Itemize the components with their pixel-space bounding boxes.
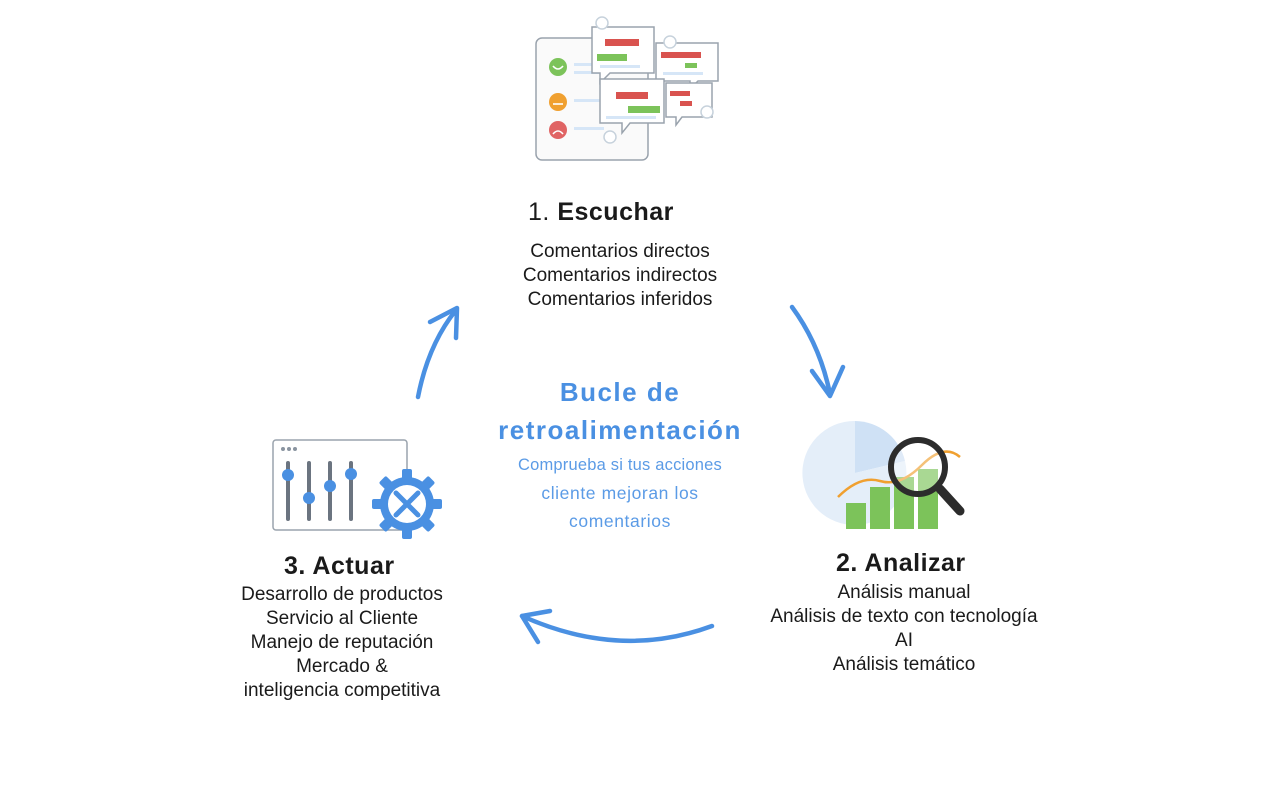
settings-sliders-gear-icon xyxy=(268,437,448,542)
center-subtitle-line: comentarios xyxy=(569,511,671,531)
center-title: Bucle de retroalimentación xyxy=(460,373,780,449)
arrow-analyze-to-act-head xyxy=(519,608,553,645)
step-3-title: 3. Actuar xyxy=(284,552,395,581)
arrow-analyze-to-act xyxy=(519,613,715,643)
step-3-item: Desarrollo de productos xyxy=(241,584,443,605)
arrow-listen-to-analyze-head xyxy=(809,364,846,399)
analysis-chart-magnifier-icon xyxy=(800,415,975,535)
step-2-item: Análisis manual xyxy=(837,582,971,603)
center-subtitle-line: Comprueba si tus acciones xyxy=(517,456,722,474)
step-1-label: Escuchar xyxy=(557,198,674,226)
step-2-item: Análisis de texto con tecnología xyxy=(770,606,1038,627)
step-2-item: Análisis temático xyxy=(832,654,976,675)
step-3-label: Actuar xyxy=(312,552,395,580)
arrow-act-to-listen xyxy=(415,307,459,400)
step-3-number: 3. xyxy=(284,552,306,580)
step-2-items: Análisis manual Análisis de texto con te… xyxy=(744,581,1064,677)
step-3-item: Mercado & xyxy=(296,656,388,677)
step-1-title: 1. Escuchar xyxy=(528,198,674,227)
step-1-items: Comentarios directos Comentarios indirec… xyxy=(470,240,770,312)
step-2-title: 2. Analizar xyxy=(836,549,966,578)
step-1-item: Comentarios directos xyxy=(530,241,710,262)
step-2-label: Analizar xyxy=(864,549,966,577)
step-3-item: inteligencia competitiva xyxy=(243,680,441,701)
center-subtitle: Comprueba si tus acciones cliente mejora… xyxy=(460,451,780,535)
step-1-item: Comentarios indirectos xyxy=(522,265,718,286)
arrow-listen-to-analyze xyxy=(789,304,833,397)
center-title-line: Bucle de xyxy=(559,377,681,407)
feedback-chat-icon xyxy=(530,15,725,165)
center-subtitle-line: cliente mejoran los xyxy=(541,483,699,503)
step-3-items: Desarrollo de productos Servicio al Clie… xyxy=(192,583,492,703)
step-1-item: Comentarios inferidos xyxy=(527,289,713,310)
step-2-item: AI xyxy=(895,630,913,651)
center-feedback-loop: Bucle de retroalimentación Comprueba si … xyxy=(460,373,780,535)
step-1-number: 1. xyxy=(528,198,550,226)
step-3-item: Manejo de reputación xyxy=(250,632,434,653)
step-2-number: 2. xyxy=(836,549,858,577)
center-title-line: retroalimentación xyxy=(498,415,742,445)
step-3-item: Servicio al Cliente xyxy=(265,608,419,629)
arrow-act-to-listen-head xyxy=(427,305,460,341)
